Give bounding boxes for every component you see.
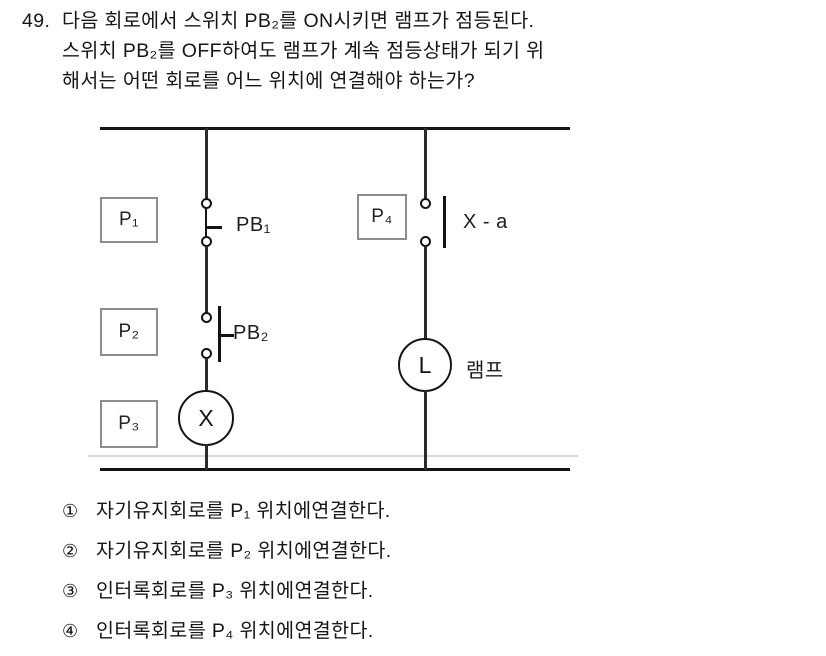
left-branch-wire-bottom [205, 444, 208, 470]
right-branch-wire-to-lamp [424, 246, 427, 340]
right-branch-wire-top [424, 128, 427, 200]
right-branch-wire-bottom [424, 390, 427, 470]
position-box-p4-label: P₄ [371, 206, 393, 227]
choice-1-text: 자기유지회로를 P₁ 위치에연결한다. [96, 500, 391, 522]
xa-contact-bar [443, 196, 446, 248]
left-branch-wire-mid [205, 246, 208, 315]
lamp-l: L [398, 338, 452, 392]
lamp-label: 램프 [466, 360, 504, 382]
relay-coil-x: X [178, 390, 234, 446]
position-box-p2[interactable]: P₂ [100, 308, 158, 356]
faint-guide-rule [88, 455, 578, 457]
question-text-2: 스위치 PB₂를 OFF하여도 램프가 계속 점등상태가 되기 위 [62, 40, 545, 62]
choice-4[interactable]: ④ 인터록회로를 P₄ 위치에연결한다. [62, 614, 762, 654]
choice-2-marker: ② [62, 541, 79, 561]
question-line-1: 49. 다음 회로에서 스위치 PB₂를 ON시키면 램프가 점등된다. [22, 6, 722, 36]
bottom-power-rail [100, 468, 570, 471]
choice-3[interactable]: ③ 인터록회로를 P₃ 위치에연결한다. [62, 574, 762, 614]
circuit-diagram: PB₁ PB₂ X X - a L 램프 P₁ P₂ [0, 110, 620, 480]
relay-coil-symbol: X [198, 404, 214, 431]
question-line-2: 스위치 PB₂를 OFF하여도 램프가 계속 점등상태가 되기 위 [22, 36, 722, 66]
pb1-label: PB₁ [236, 214, 271, 236]
choice-2-text: 자기유지회로를 P₂ 위치에연결한다. [96, 540, 392, 562]
answer-choices: ① 자기유지회로를 P₁ 위치에연결한다. ② 자기유지회로를 P₂ 위치에연결… [62, 494, 762, 654]
pb2-terminal-upper [200, 312, 212, 323]
pb1-actuator-tick [206, 226, 222, 229]
question-block: 49. 다음 회로에서 스위치 PB₂를 ON시키면 램프가 점등된다. 스위치 … [22, 6, 722, 96]
pb2-label: PB₂ [233, 322, 269, 344]
xa-label: X - a [463, 211, 508, 233]
top-power-rail [100, 127, 570, 130]
position-box-p3-label: P₃ [118, 413, 140, 434]
question-number: 49. [22, 10, 51, 32]
position-box-p3[interactable]: P₃ [100, 400, 158, 448]
question-text-1: 다음 회로에서 스위치 PB₂를 ON시키면 램프가 점등된다. [62, 10, 535, 32]
pb2-actuator-tick [219, 334, 234, 337]
question-text-3: 해서는 어떤 회로를 어느 위치에 연결해야 하는가? [62, 70, 475, 92]
choice-1[interactable]: ① 자기유지회로를 P₁ 위치에연결한다. [62, 494, 762, 534]
lamp-symbol: L [418, 351, 432, 378]
position-box-p1[interactable]: P₁ [100, 197, 158, 243]
question-line-3: 해서는 어떤 회로를 어느 위치에 연결해야 하는가? [22, 66, 722, 96]
position-box-p4[interactable]: P₄ [357, 194, 407, 240]
choice-3-text: 인터록회로를 P₃ 위치에연결한다. [96, 580, 374, 602]
choice-2[interactable]: ② 자기유지회로를 P₂ 위치에연결한다. [62, 534, 762, 574]
position-box-p1-label: P₁ [118, 209, 140, 230]
position-box-p2-label: P₂ [118, 321, 140, 342]
choice-3-marker: ③ [62, 581, 79, 601]
left-branch-wire-to-coil [205, 358, 208, 392]
xa-terminal-upper [419, 198, 431, 209]
choice-4-marker: ④ [62, 621, 79, 641]
left-branch-wire-top [205, 128, 208, 200]
choice-4-text: 인터록회로를 P₄ 위치에연결한다. [96, 620, 374, 642]
choice-1-marker: ① [62, 501, 79, 521]
